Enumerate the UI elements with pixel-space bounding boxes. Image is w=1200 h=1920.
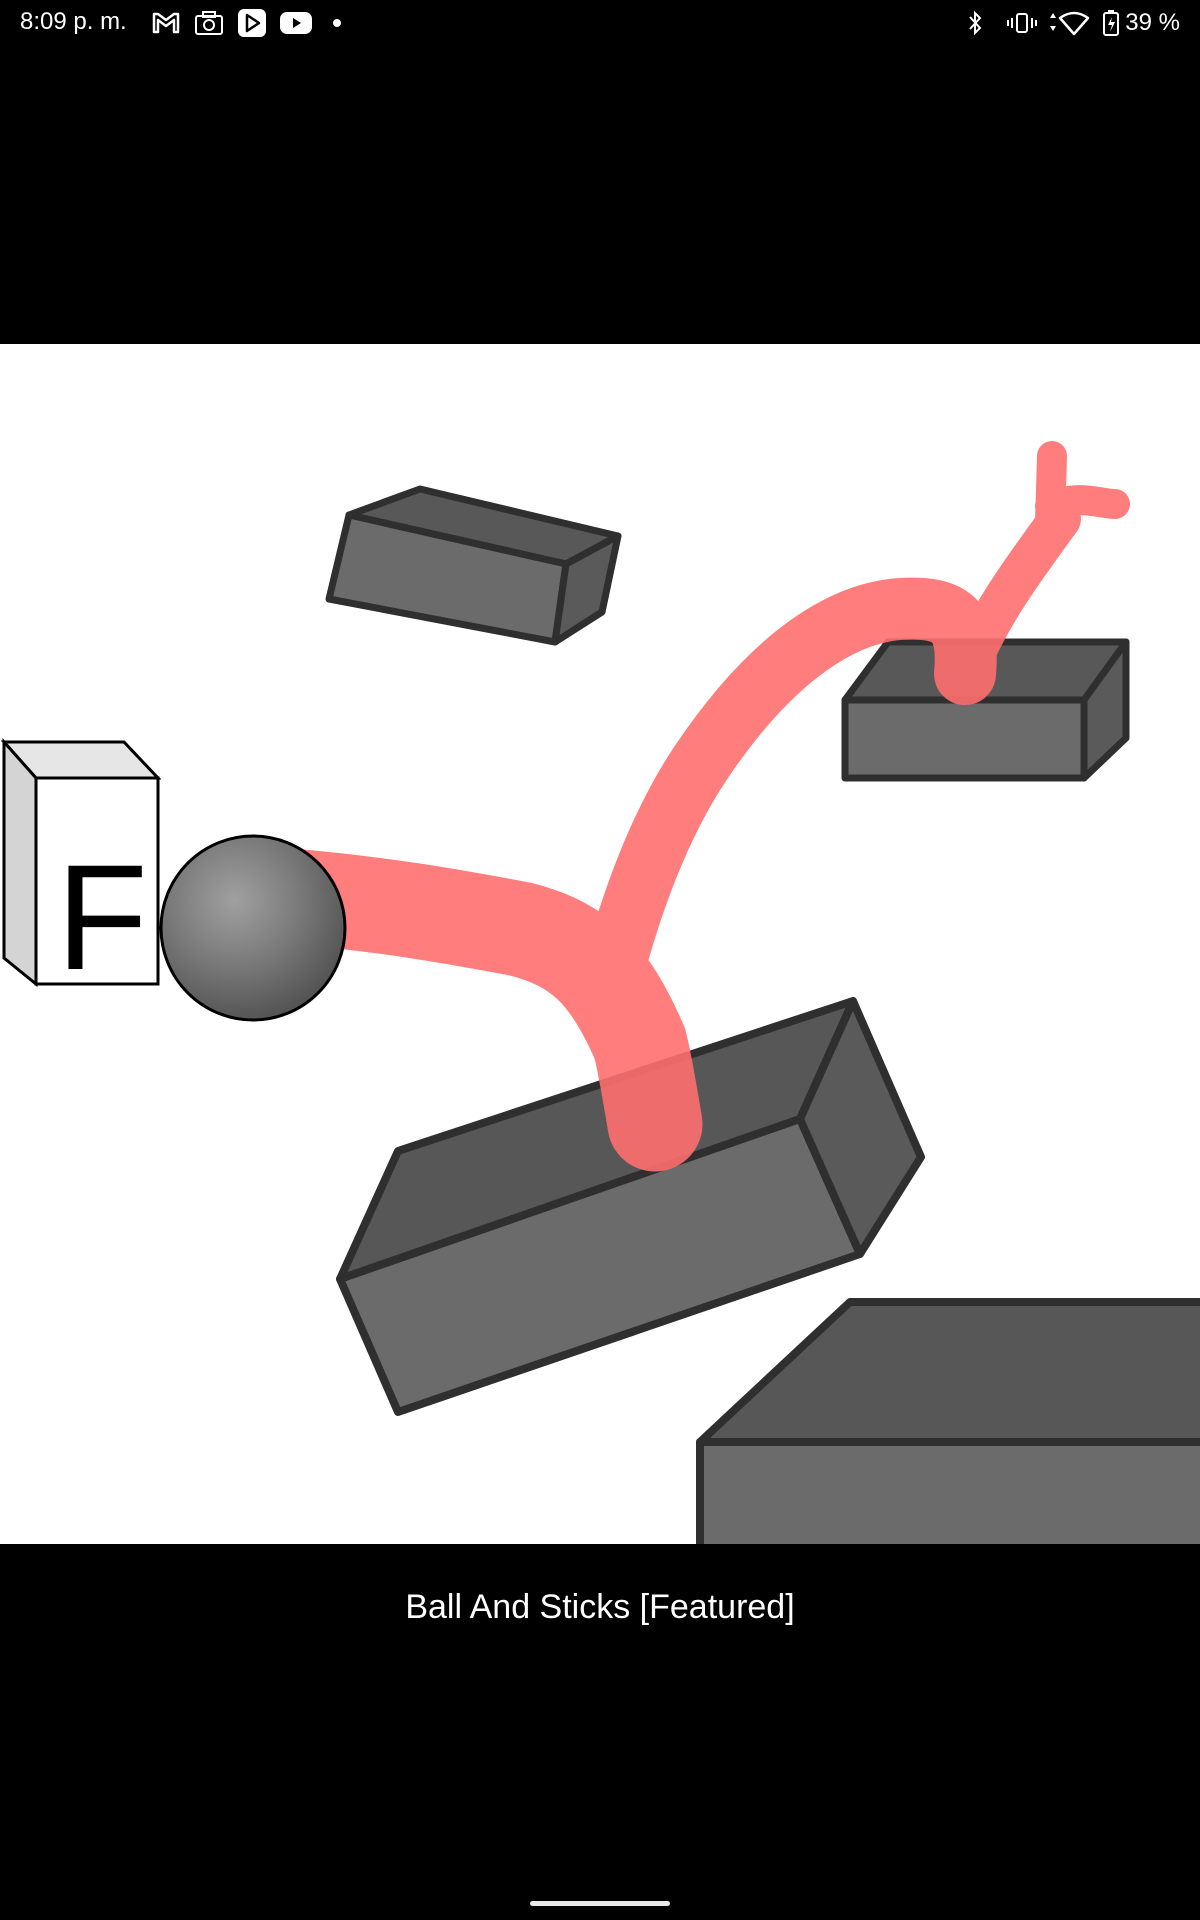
game-title-caption: Ball And Sticks [Featured] [405, 1588, 795, 1626]
block-upper-left [325, 485, 622, 646]
play-games-icon [238, 9, 266, 37]
status-time: 8:09 p. m. [20, 8, 127, 35]
ball[interactable] [159, 834, 347, 1022]
block-middle-large [336, 997, 925, 1416]
status-bar: 8:09 p. m. [0, 0, 1200, 48]
camera-icon [195, 11, 223, 35]
youtube-icon [280, 12, 312, 34]
wifi-icon [1050, 11, 1090, 36]
drawn-trail [242, 441, 1130, 1172]
gmail-icon [152, 12, 180, 34]
battery-icon [1103, 10, 1119, 36]
bluetooth-icon [969, 10, 982, 36]
f-cube[interactable] [0, 738, 162, 988]
game-canvas[interactable]: F [0, 344, 1200, 1544]
battery-percentage: 39 % [1125, 9, 1180, 36]
vibrate-icon [1007, 13, 1037, 33]
f-cube-letter: F [56, 833, 148, 1001]
block-bottom-right [696, 1298, 1200, 1544]
notification-dot-icon [333, 19, 341, 27]
gesture-nav-handle[interactable] [530, 1901, 670, 1906]
game-scene[interactable]: F [0, 344, 1200, 1544]
